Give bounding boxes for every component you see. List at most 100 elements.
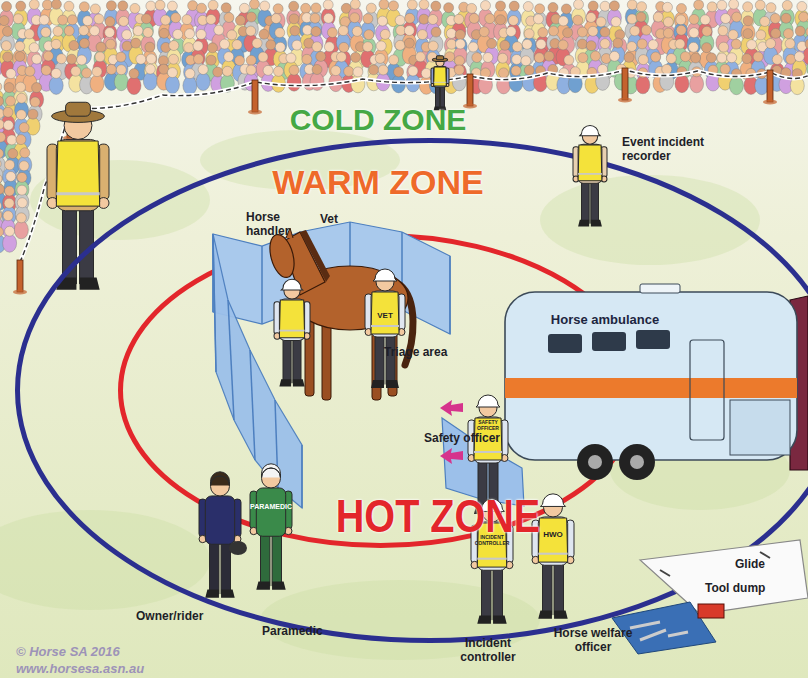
crowd — [259, 29, 269, 39]
crowd — [795, 26, 805, 36]
crowd — [129, 69, 139, 79]
crowd — [653, 12, 663, 22]
crowd — [53, 26, 63, 36]
crowd — [483, 52, 493, 62]
crowd — [266, 40, 276, 50]
crowd — [51, 0, 61, 9]
crowd — [275, 28, 285, 38]
crowd — [0, 34, 14, 52]
crowd — [83, 16, 93, 26]
crowd — [415, 52, 425, 62]
crowd — [496, 1, 506, 11]
rope-fence — [20, 70, 808, 262]
crowd — [637, 39, 647, 49]
crowd — [536, 39, 546, 49]
crowd — [302, 54, 312, 64]
paramedic-figure — [261, 533, 270, 586]
crowd — [321, 8, 335, 26]
glide-board — [640, 540, 808, 614]
crowd — [16, 135, 26, 145]
crowd — [3, 120, 13, 130]
crowd — [428, 14, 438, 24]
crowd — [159, 28, 169, 38]
crowd — [564, 55, 574, 65]
crowd — [544, 51, 554, 61]
crowd — [20, 148, 30, 158]
equipment — [612, 540, 808, 654]
crowd — [90, 4, 100, 14]
crowd — [169, 54, 179, 64]
horse — [322, 322, 331, 400]
crowd — [25, 66, 35, 76]
crowd — [79, 2, 89, 12]
crowd — [662, 2, 672, 12]
crowd — [472, 53, 482, 63]
horse-welfare-officer-figure — [538, 553, 567, 555]
crowd — [2, 26, 12, 36]
crowd — [302, 25, 312, 35]
role-label: Event incident recorder — [622, 136, 718, 164]
crowd — [15, 206, 29, 224]
incident-recorder-figure — [591, 181, 599, 224]
crowd — [378, 65, 388, 75]
crowd — [577, 39, 587, 49]
crowd — [344, 66, 354, 76]
steward-figure — [66, 102, 91, 116]
crowd — [609, 1, 619, 11]
crowd — [331, 66, 341, 76]
crowd — [496, 15, 506, 25]
crowd — [29, 43, 39, 53]
crowd — [324, 42, 334, 52]
crowd — [24, 29, 34, 39]
crowd — [56, 54, 66, 64]
horse-welfare-officer-figure — [532, 494, 574, 619]
toolbox — [698, 604, 724, 618]
crowd — [336, 52, 346, 62]
crowd — [742, 54, 752, 64]
crowd — [16, 1, 26, 11]
crowd — [292, 40, 302, 50]
crowd — [524, 29, 534, 39]
crowd — [159, 64, 169, 74]
crowd — [6, 171, 16, 181]
crowd — [119, 16, 129, 26]
crowd — [455, 30, 465, 40]
crowd — [675, 75, 689, 93]
crowd — [0, 148, 4, 158]
crowd — [13, 14, 23, 24]
crowd — [600, 1, 610, 11]
owner-rider-figure — [205, 496, 234, 544]
crowd — [500, 40, 510, 50]
crowd — [404, 38, 414, 48]
pointer-arrow — [440, 400, 463, 416]
crowd — [375, 53, 385, 63]
triage-screens — [213, 222, 450, 508]
crowd — [651, 52, 661, 62]
crowd — [717, 0, 727, 10]
crowd — [702, 26, 712, 36]
crowd — [351, 52, 361, 62]
crowd — [146, 1, 156, 11]
crowd — [29, 0, 39, 9]
crowd — [197, 3, 207, 13]
crowd — [485, 14, 495, 24]
crowd — [454, 14, 464, 24]
crowd — [0, 10, 14, 28]
crowd — [447, 39, 457, 49]
crowd — [339, 42, 349, 52]
crowd — [469, 13, 479, 23]
crowd — [105, 28, 115, 38]
crowd — [311, 27, 321, 37]
crowd — [627, 14, 637, 24]
crowd — [405, 13, 415, 23]
crowd — [213, 67, 223, 77]
crowd — [688, 42, 698, 52]
horse-ambulance — [505, 378, 797, 398]
crowd — [122, 30, 132, 40]
steward-figure — [56, 139, 99, 210]
crowd — [496, 61, 510, 79]
crowd — [193, 41, 203, 51]
crowd — [95, 52, 105, 62]
crowd — [806, 27, 808, 37]
